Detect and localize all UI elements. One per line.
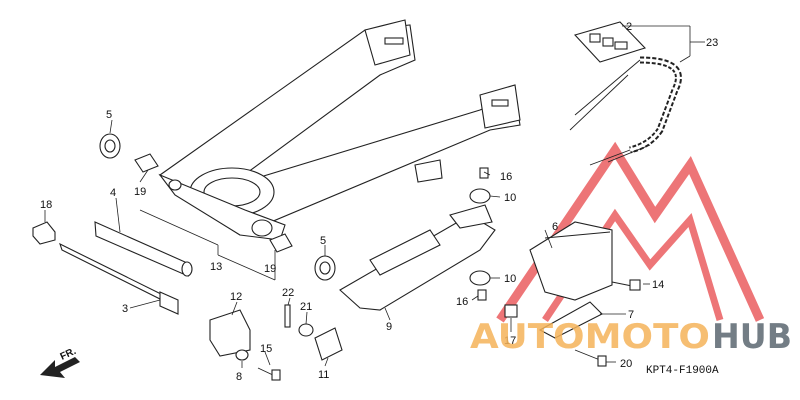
callout-5-upper: 5 <box>106 109 112 121</box>
callout-8: 8 <box>236 371 242 383</box>
callout-11: 11 <box>318 369 329 381</box>
watermark-logo <box>496 141 765 323</box>
swingarm <box>158 19 521 241</box>
drive-chain <box>569 56 682 166</box>
callout-6: 6 <box>552 221 558 233</box>
watermark-word-a: AUTOMOTO <box>470 317 710 357</box>
chain-slider <box>339 204 496 311</box>
bolt-lower <box>477 289 487 301</box>
adjuster-block <box>209 309 251 357</box>
leader-lines <box>44 25 705 368</box>
bushing-lower <box>269 233 293 253</box>
callout-12: 12 <box>230 291 242 303</box>
callout-21: 21 <box>300 301 312 313</box>
bearing-lower <box>314 255 336 281</box>
washer-21 <box>298 323 314 337</box>
front-direction-arrow <box>40 357 80 378</box>
bolt-upper <box>479 167 489 179</box>
bearing-upper <box>99 133 121 159</box>
callout-19-upper: 19 <box>134 186 146 198</box>
callout-13: 13 <box>210 261 222 273</box>
callout-17: 17 <box>504 335 516 347</box>
callout-16-lower: 16 <box>456 296 468 308</box>
callout-16-upper: 16 <box>500 171 512 183</box>
callout-3: 3 <box>122 303 128 315</box>
diagram-code: KPT4-F1900A <box>646 365 719 377</box>
watermark-word-b: HUB <box>712 317 792 357</box>
callout-19-lower: 19 <box>264 263 276 275</box>
watermark-wordmark: AUTOMOTO HUB <box>470 317 792 357</box>
collar-upper <box>469 188 491 204</box>
bolt-14 <box>611 279 641 291</box>
callout-10-lower: 10 <box>504 273 516 285</box>
bolt-20 <box>574 349 607 367</box>
callout-22: 22 <box>282 287 294 299</box>
callout-4: 4 <box>110 187 116 199</box>
pin-8 <box>235 349 249 361</box>
cap <box>32 221 56 245</box>
chain-joint-box <box>573 21 647 63</box>
callout-23: 23 <box>706 37 718 49</box>
callout-10-upper: 10 <box>504 192 516 204</box>
callout-5-lower: 5 <box>320 235 326 247</box>
callout-14: 14 <box>652 279 664 291</box>
callout-9: 9 <box>386 321 392 333</box>
callout-7: 7 <box>628 309 634 321</box>
pivot-shaft <box>94 221 193 277</box>
bolt-15 <box>257 367 281 381</box>
callout-2: 2 <box>626 21 632 33</box>
callout-20: 20 <box>620 358 632 370</box>
bushing-upper <box>134 153 159 173</box>
collar-11 <box>314 327 343 361</box>
collar-lower <box>469 270 491 286</box>
nut-17 <box>504 304 518 318</box>
callout-18: 18 <box>40 199 52 211</box>
pin-22 <box>284 304 291 328</box>
callout-15: 15 <box>260 343 272 355</box>
pivot-bolt <box>59 242 179 315</box>
chain-guide <box>529 221 613 301</box>
